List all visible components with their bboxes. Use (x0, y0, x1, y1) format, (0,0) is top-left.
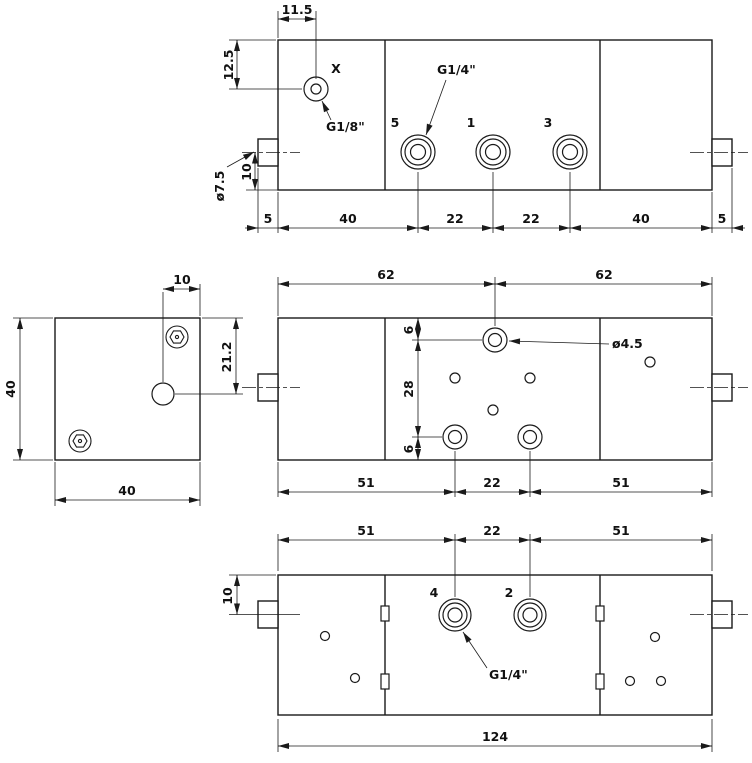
dot-right-3 (655, 675, 667, 687)
dim-10-front-text: 10 (239, 163, 254, 181)
slot-left-upper (380, 605, 390, 622)
small-hole-3 (487, 404, 499, 416)
dim-12-5-text: 12.5 (221, 50, 236, 81)
chain-5l-text: 5 (264, 211, 273, 226)
hole-bottom-left (442, 424, 468, 450)
port-2-label: 2 (505, 585, 514, 600)
port-4-label: 4 (430, 585, 439, 600)
dia-7-5-text: ø7.5 (212, 171, 227, 202)
chain-40r-text: 40 (632, 211, 650, 226)
dim-11-5-text: 11.5 (282, 2, 313, 17)
dim-28-text: 28 (401, 380, 416, 397)
side-pilot-port (151, 382, 175, 406)
dim-51r-mid-text: 51 (612, 475, 629, 490)
dim-side-40b-text: 40 (118, 483, 136, 498)
small-hole-2 (524, 372, 536, 384)
callout-dia-7-5: ø7.5 (212, 151, 255, 202)
port-x-label: X (331, 61, 341, 76)
dim-side-21-2-text: 21.2 (219, 342, 234, 373)
dim-side-40l-text: 40 (3, 380, 18, 398)
dim-top-62-chain: 62 62 (277, 267, 713, 326)
slot-left-lower (380, 673, 390, 690)
port-1 (475, 134, 511, 170)
callout-g14-front: G1/4" (425, 62, 476, 136)
hole-bottom-right (517, 424, 543, 450)
dim-bottom-10-text: 10 (220, 587, 235, 605)
chain-5r-text: 5 (718, 211, 727, 226)
small-hole-1 (449, 372, 461, 384)
dim-side-40-left: 40 (3, 317, 53, 461)
top-view: ø4.5 62 62 6 28 6 (242, 267, 748, 497)
dim-side-10: 10 (162, 272, 201, 382)
dim-bottom-124: 124 (277, 719, 713, 752)
port-2 (513, 598, 547, 632)
dim-bottom-10: 10 (220, 574, 300, 615)
chain-22l-text: 22 (446, 211, 463, 226)
chain-22r-text: 22 (522, 211, 539, 226)
front-view: X 5 1 3 G1/8" G1/4" 11.5 12.5 (212, 2, 748, 233)
port-5-label: 5 (391, 115, 400, 130)
port-3-label: 3 (544, 115, 553, 130)
dim-front-bottom-chain: 5 40 22 22 40 5 (245, 168, 745, 233)
dim-front-10: 10 (239, 152, 278, 191)
dim-top-vertical-chain: 6 28 6 (401, 318, 482, 460)
bottom-body-outline (277, 574, 713, 716)
g18-label: G1/8" (326, 119, 365, 134)
dot-left-2 (349, 672, 361, 684)
port-4 (438, 598, 472, 632)
port-5 (400, 134, 436, 170)
hex-screw-top (165, 325, 189, 349)
port-3 (552, 134, 588, 170)
chain-40l-text: 40 (339, 211, 357, 226)
port-1-label: 1 (467, 115, 476, 130)
dim-top-bottom-chain: 51 22 51 (277, 451, 713, 497)
callout-g18: G1/8" (321, 100, 365, 134)
bottom-view: 4 2 G1/4" 51 22 51 (220, 523, 748, 752)
port-x (303, 76, 329, 102)
dim-124-text: 124 (482, 729, 508, 744)
slot-right-upper (595, 605, 605, 622)
dim-side-40-bottom: 40 (54, 462, 201, 506)
dim-bottom-top-chain: 51 22 51 (277, 523, 713, 597)
callout-g14-bottom: G1/4" (462, 631, 528, 682)
dim-front-12-5: 12.5 (221, 39, 302, 90)
small-hole-right (644, 356, 656, 368)
dim-side-10-text: 10 (173, 272, 191, 287)
callout-dia-4-5: ø4.5 (508, 336, 643, 351)
dia-4-5-text: ø4.5 (612, 336, 643, 351)
dim-6-bottom-text: 6 (401, 444, 416, 453)
dot-right-1 (649, 631, 661, 643)
dim-51l-mid-text: 51 (357, 475, 374, 490)
hex-screw-bottom (68, 429, 92, 453)
dot-right-2 (624, 675, 636, 687)
side-view: 10 40 21.2 40 (3, 272, 243, 506)
g14-front-label: G1/4" (437, 62, 476, 77)
dim-22-mid-text: 22 (483, 475, 500, 490)
dim-62l-text: 62 (377, 267, 394, 282)
dim-22-bot-text: 22 (483, 523, 500, 538)
dim-front-11-5: 11.5 (277, 2, 317, 79)
dim-51l-bot-text: 51 (357, 523, 374, 538)
dim-62r-text: 62 (595, 267, 612, 282)
hole-top-center (482, 327, 508, 353)
dim-6-top-text: 6 (401, 325, 416, 334)
g14-bottom-label: G1/4" (489, 667, 528, 682)
dim-51r-bot-text: 51 (612, 523, 629, 538)
dot-left-1 (319, 630, 331, 642)
dim-side-21-2: 21.2 (175, 317, 243, 395)
slot-right-lower (595, 673, 605, 690)
